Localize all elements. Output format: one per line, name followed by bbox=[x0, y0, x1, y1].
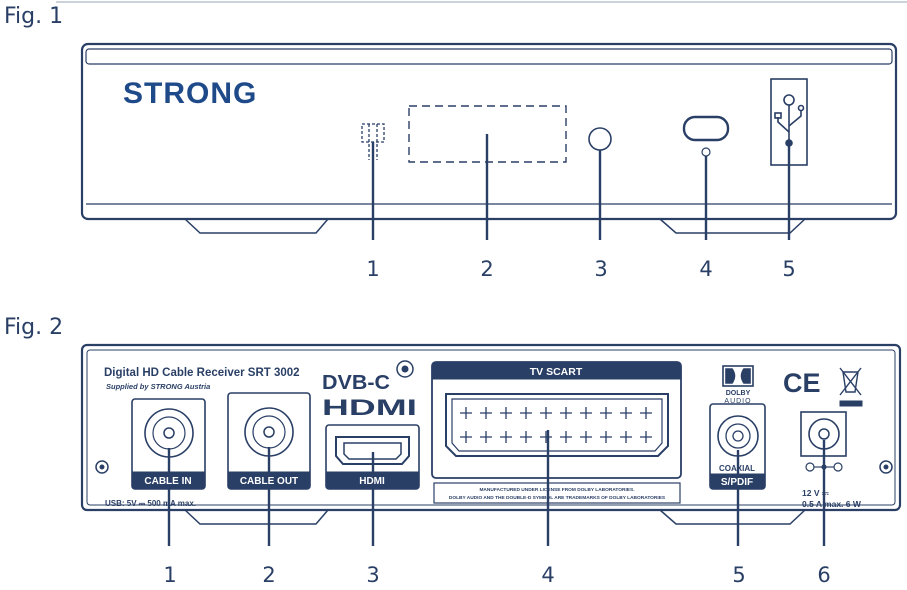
scart-pin bbox=[460, 407, 472, 419]
fig1-label: Fig. 1 bbox=[4, 4, 64, 29]
scart-label: TV SCART bbox=[530, 366, 583, 378]
scart-pin bbox=[580, 431, 592, 443]
scart-pin bbox=[480, 431, 492, 443]
scart-pin bbox=[600, 431, 612, 443]
dvbc-logo: DVB-C bbox=[322, 372, 390, 394]
scart-pins bbox=[460, 407, 652, 443]
callout-3: 3 bbox=[594, 257, 607, 281]
scart-pin bbox=[480, 407, 492, 419]
callout-4: 4 bbox=[699, 257, 712, 281]
scart-pin bbox=[580, 407, 592, 419]
scart-pin bbox=[500, 431, 512, 443]
cable-out-label: CABLE OUT bbox=[240, 476, 298, 487]
hdmi-logo: HDMI bbox=[322, 395, 417, 420]
callout-6: 6 bbox=[817, 563, 830, 587]
rear-body bbox=[80, 343, 902, 512]
callout-3: 3 bbox=[366, 563, 379, 587]
front-body bbox=[80, 42, 898, 221]
license-line-1: MANUFACTURED UNDER LICENSE FROM DOLBY LA… bbox=[479, 487, 634, 493]
scart-pin bbox=[500, 407, 512, 419]
power-button bbox=[682, 115, 730, 142]
fig2-label: Fig. 2 bbox=[4, 315, 64, 340]
standby-led bbox=[588, 127, 612, 151]
hdmi-port bbox=[335, 436, 410, 465]
dolby-audio-text: AUDIO bbox=[724, 398, 751, 405]
front-panel bbox=[56, 1, 907, 240]
scart-pin bbox=[540, 407, 552, 419]
power-spec-2: 0.5 A max. 6 W bbox=[802, 499, 862, 509]
callout-4: 4 bbox=[541, 563, 554, 587]
scart-pin bbox=[520, 407, 532, 419]
ce-mark: CE bbox=[783, 368, 821, 398]
model-title: Digital HD Cable Receiver SRT 3002 bbox=[104, 367, 300, 379]
callout-2: 2 bbox=[262, 563, 275, 587]
front-foot-left bbox=[184, 218, 329, 234]
weee-bin-icon bbox=[839, 367, 862, 396]
front-foot-right bbox=[659, 218, 806, 234]
scart-port bbox=[445, 393, 669, 457]
coaxial-label: COAXIAL bbox=[719, 464, 755, 473]
dolby-license-box bbox=[433, 482, 681, 504]
scart-pin bbox=[620, 407, 632, 419]
fig2-leader-lines bbox=[167, 430, 826, 546]
scart-pin bbox=[540, 431, 552, 443]
callout-1: 1 bbox=[163, 563, 176, 587]
rear-panel bbox=[80, 343, 902, 546]
callout-1: 1 bbox=[366, 257, 379, 281]
usb-spec: USB: 5V ⎓ 500 mA max. bbox=[105, 499, 196, 508]
license-line-2: DOLBY AUDIO AND THE DOUBLE-D SYMBOL ARE … bbox=[449, 495, 666, 501]
cable-in-label: CABLE IN bbox=[144, 476, 191, 487]
strong-logo: STRONG bbox=[123, 77, 257, 110]
scart-pin bbox=[620, 431, 632, 443]
power-spec-1: 12 V ⎓ bbox=[802, 488, 830, 498]
dolby-text: DOLBY bbox=[726, 390, 751, 397]
scart-pin bbox=[640, 431, 652, 443]
scart-pin bbox=[460, 431, 472, 443]
front-top-edge bbox=[85, 48, 893, 65]
callout-5: 5 bbox=[782, 257, 795, 281]
hdmi-port-label: HDMI bbox=[359, 476, 385, 487]
dolby-dd-icon bbox=[722, 365, 754, 387]
scart-pin bbox=[560, 431, 572, 443]
scart-pin bbox=[640, 407, 652, 419]
scart-frame bbox=[431, 361, 682, 479]
scart-pin bbox=[600, 407, 612, 419]
supplier-text: Supplied by STRONG Austria bbox=[106, 382, 210, 391]
scart-pin bbox=[560, 407, 572, 419]
callout-5: 5 bbox=[732, 563, 745, 587]
usb-icon bbox=[774, 94, 805, 147]
fig1-leader-lines bbox=[371, 134, 791, 240]
spdif-label: S/PDIF bbox=[721, 477, 753, 488]
callout-2: 2 bbox=[480, 257, 493, 281]
scart-pin bbox=[520, 431, 532, 443]
